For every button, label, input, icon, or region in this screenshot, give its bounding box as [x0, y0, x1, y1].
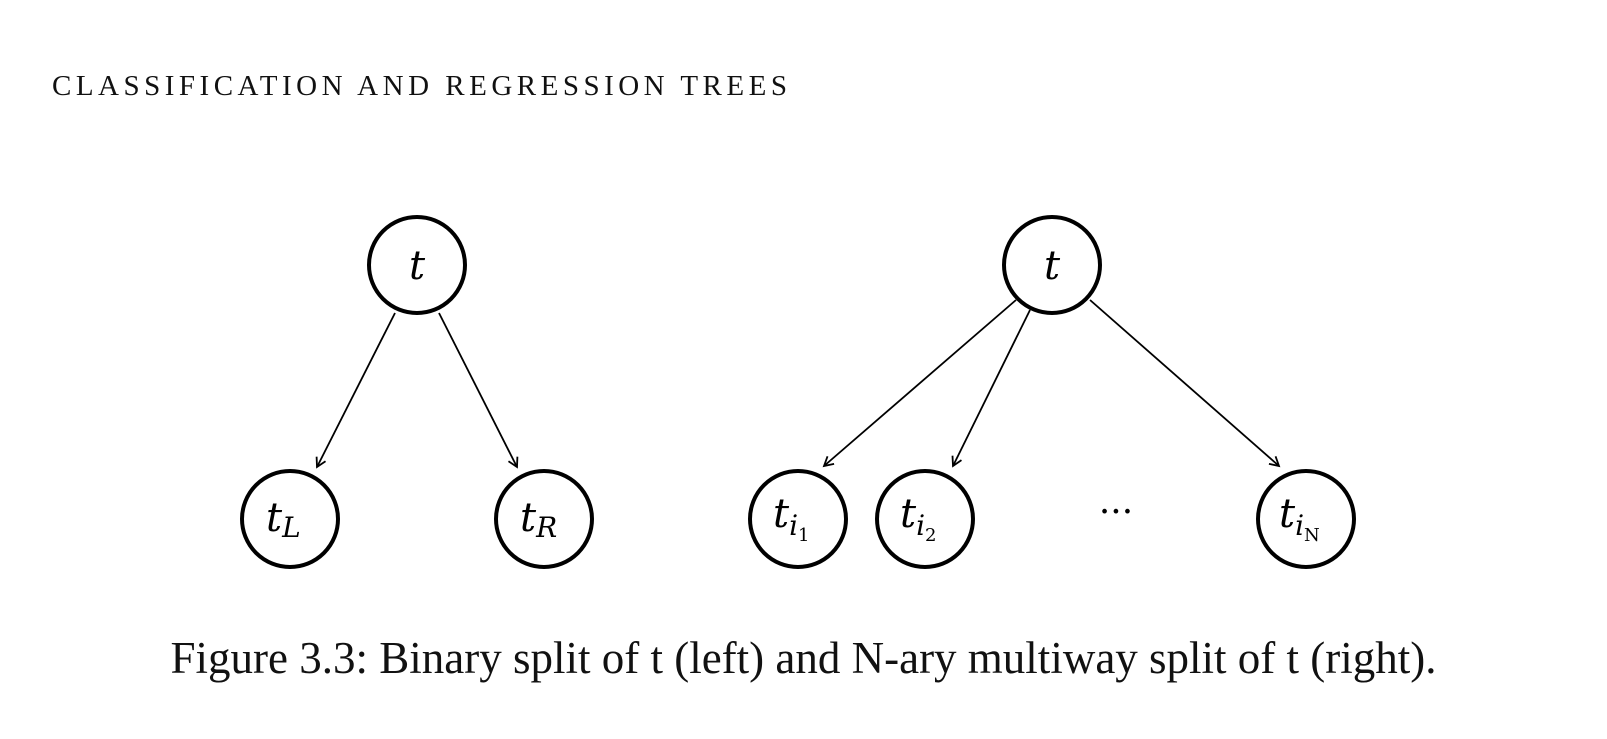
child-2-subsubscript: 2: [925, 525, 936, 546]
binary-left-child-node: tL: [240, 469, 340, 569]
edge-t-to-tR: [438, 312, 519, 469]
edge-t-to-ti1: [822, 299, 1017, 468]
edge-t-to-ti2: [951, 309, 1031, 468]
multiway-child-node-n: tiN: [1256, 469, 1356, 569]
edge-t-to-tiN: [1089, 299, 1281, 468]
multiway-parent-node: t: [1002, 215, 1102, 315]
child-1-subscript: i: [789, 509, 798, 542]
left-child-base: t: [266, 495, 283, 541]
child-2-base: t: [900, 491, 917, 537]
svg-text:ti1: ti1: [773, 491, 810, 546]
svg-text:tiN: tiN: [1279, 491, 1320, 546]
multiway-parent-label: t: [1044, 243, 1061, 289]
child-1-base: t: [773, 491, 790, 537]
child-2-subscript: i: [916, 509, 925, 542]
multiway-split-edges: [822, 299, 1281, 468]
svg-text:ti2: ti2: [900, 491, 937, 546]
child-n-subsubscript: N: [1304, 525, 1320, 546]
multiway-child-node-1: ti1: [748, 469, 848, 569]
left-child-subscript: L: [281, 511, 301, 544]
children-ellipsis: ···: [1099, 492, 1133, 533]
running-header: Classification and Regression Trees: [52, 70, 792, 102]
edge-t-to-tL: [315, 312, 396, 469]
multiway-child-node-2: ti2: [875, 469, 975, 569]
svg-text:tL: tL: [266, 495, 301, 544]
binary-parent-label: t: [409, 243, 426, 289]
figure-caption: Figure 3.3: Binary split of t (left) and…: [170, 633, 1437, 683]
child-n-subscript: i: [1295, 509, 1304, 542]
binary-right-child-node: tR: [494, 469, 594, 569]
svg-text:tR: tR: [520, 495, 557, 544]
binary-split-edges: [315, 312, 519, 469]
child-1-subsubscript: 1: [798, 525, 809, 546]
binary-parent-node: t: [367, 215, 467, 315]
right-child-subscript: R: [535, 511, 557, 544]
child-n-base: t: [1279, 491, 1296, 537]
right-child-base: t: [520, 495, 537, 541]
